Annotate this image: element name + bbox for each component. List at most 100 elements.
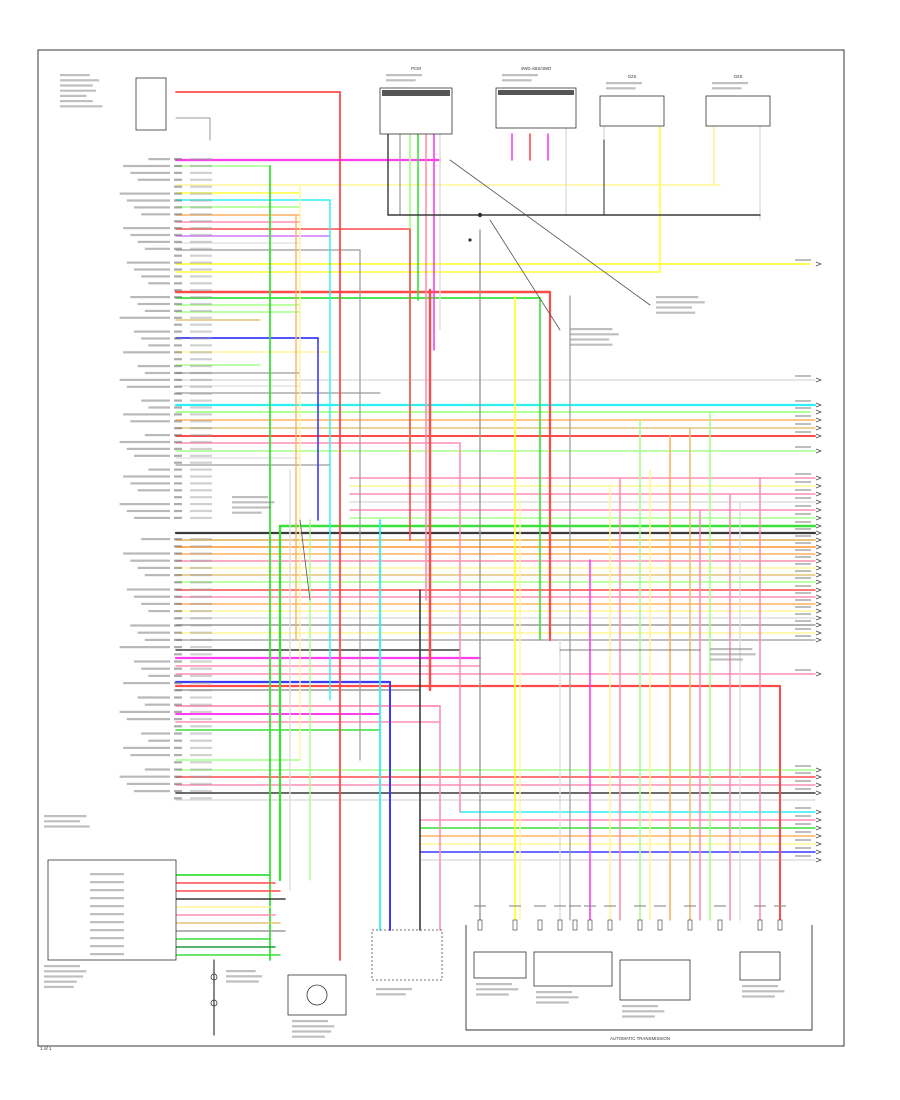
wire-code — [190, 646, 212, 649]
text-line — [60, 89, 96, 92]
connector-arrow — [815, 767, 822, 773]
pin-number — [174, 768, 182, 771]
wire-code — [190, 358, 212, 361]
wire-code — [795, 788, 811, 790]
terminal — [477, 919, 483, 931]
pin-number — [174, 392, 182, 395]
pin-label — [137, 302, 170, 306]
text-line — [742, 995, 775, 998]
text-line — [570, 333, 619, 336]
pin-label — [141, 538, 170, 541]
wire-code — [795, 570, 811, 572]
pin-label — [148, 468, 170, 471]
wire-code — [795, 535, 811, 537]
pin-number — [174, 496, 182, 499]
text-line — [622, 1010, 665, 1013]
connector-arrow — [815, 790, 822, 796]
terminal — [557, 919, 563, 931]
pin-label — [137, 489, 170, 492]
text-line — [44, 815, 87, 818]
wire-code — [795, 635, 811, 637]
pin-number — [174, 725, 182, 728]
pcm-pin-labels — [119, 158, 212, 800]
text-line — [44, 965, 80, 968]
pin-number — [174, 199, 182, 202]
pin-number — [174, 192, 182, 195]
wire-code — [190, 509, 212, 513]
pin-label — [119, 316, 170, 319]
wire-code — [795, 669, 811, 671]
pin-label — [141, 213, 170, 216]
pin-number — [174, 617, 182, 620]
wire-code — [190, 482, 212, 485]
pin-label — [90, 945, 124, 948]
text-line — [60, 84, 93, 87]
splice-dot — [468, 238, 472, 242]
wire-code — [190, 220, 212, 223]
connector-arrow — [815, 448, 822, 454]
wire-code — [795, 407, 811, 409]
wire-code — [190, 296, 212, 299]
pin-number — [174, 574, 182, 577]
pin-label — [148, 406, 170, 409]
pin-label — [137, 696, 170, 699]
wire-code — [795, 599, 811, 601]
pin-label — [123, 164, 170, 168]
pin-label — [123, 227, 170, 230]
pin-number — [174, 674, 182, 677]
pcm-header-component: PCM — [379, 66, 453, 135]
connector-arrow — [815, 849, 822, 855]
wire-code — [190, 447, 212, 450]
text-line — [44, 980, 77, 983]
wire-code — [190, 761, 212, 764]
text-line — [656, 296, 699, 299]
wire-code — [190, 595, 212, 598]
shift-solenoid-box — [533, 951, 613, 987]
connector-arrow — [815, 425, 822, 431]
text-line — [622, 1015, 655, 1018]
pin-number — [174, 538, 182, 541]
text-line — [536, 991, 572, 994]
temp-sensor-box — [739, 951, 781, 981]
connector-arrow — [815, 774, 822, 780]
sensor-symbol — [306, 984, 328, 1006]
pin-number — [174, 667, 182, 670]
text-line — [606, 87, 636, 90]
text-line — [60, 105, 103, 108]
wire-code — [190, 725, 212, 728]
text-line — [292, 1030, 332, 1033]
wire-code — [795, 481, 811, 483]
cluster-caption — [44, 815, 90, 828]
text-line — [44, 975, 84, 978]
component-caption — [502, 74, 538, 82]
component-caption — [606, 82, 642, 90]
connector-arrow — [815, 417, 822, 423]
connector-arrow — [815, 857, 822, 863]
wire-code — [795, 855, 811, 857]
terminal — [607, 919, 613, 931]
wire-code — [795, 400, 811, 402]
component-box — [705, 95, 771, 127]
solenoid-caption — [536, 991, 579, 1004]
pin-number — [174, 475, 182, 478]
pin-label — [123, 746, 170, 749]
wire-code — [190, 171, 212, 174]
connector-arrow — [815, 499, 822, 505]
pin-number — [174, 206, 182, 209]
solenoid-caption — [476, 983, 519, 996]
pin-label — [119, 503, 170, 506]
pin-label — [141, 399, 170, 402]
connector-arrow — [815, 433, 822, 439]
wire-code — [190, 254, 212, 257]
pin-number — [174, 595, 182, 598]
callout-leader — [489, 219, 561, 331]
wire-code — [190, 552, 212, 555]
pin-label — [141, 275, 170, 278]
wire-code — [190, 302, 212, 306]
wire-code — [509, 905, 521, 907]
component-caption — [712, 82, 748, 90]
text-line — [60, 74, 90, 77]
component-caption — [226, 970, 262, 983]
text-line — [60, 79, 100, 82]
pin-number — [174, 420, 182, 423]
